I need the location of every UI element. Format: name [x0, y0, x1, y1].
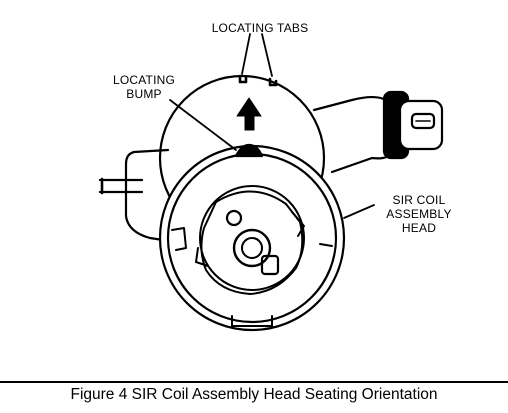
rim-notch	[171, 227, 333, 327]
leader-line	[169, 33, 375, 219]
side-bracket	[124, 148, 178, 244]
sir-coil-head-label: SIR COIL ASSEMBLY HEAD	[386, 193, 452, 235]
connector-housing	[312, 90, 444, 174]
coil-inner-detail	[195, 185, 305, 295]
tab-slot	[260, 254, 280, 276]
alignment-pin	[225, 209, 243, 227]
locating-tab	[238, 74, 278, 87]
locating-bump	[234, 143, 264, 158]
center-hub	[232, 228, 272, 268]
locating-tabs-label: LOCATING TABS	[211, 21, 309, 35]
locating-bump-label: LOCATING BUMP	[112, 73, 176, 101]
up-arrow-icon	[236, 97, 262, 131]
figure-caption: Figure 4 SIR Coil Assembly Head Seating …	[70, 386, 438, 403]
caption-divider	[0, 381, 508, 383]
cable	[98, 177, 144, 195]
